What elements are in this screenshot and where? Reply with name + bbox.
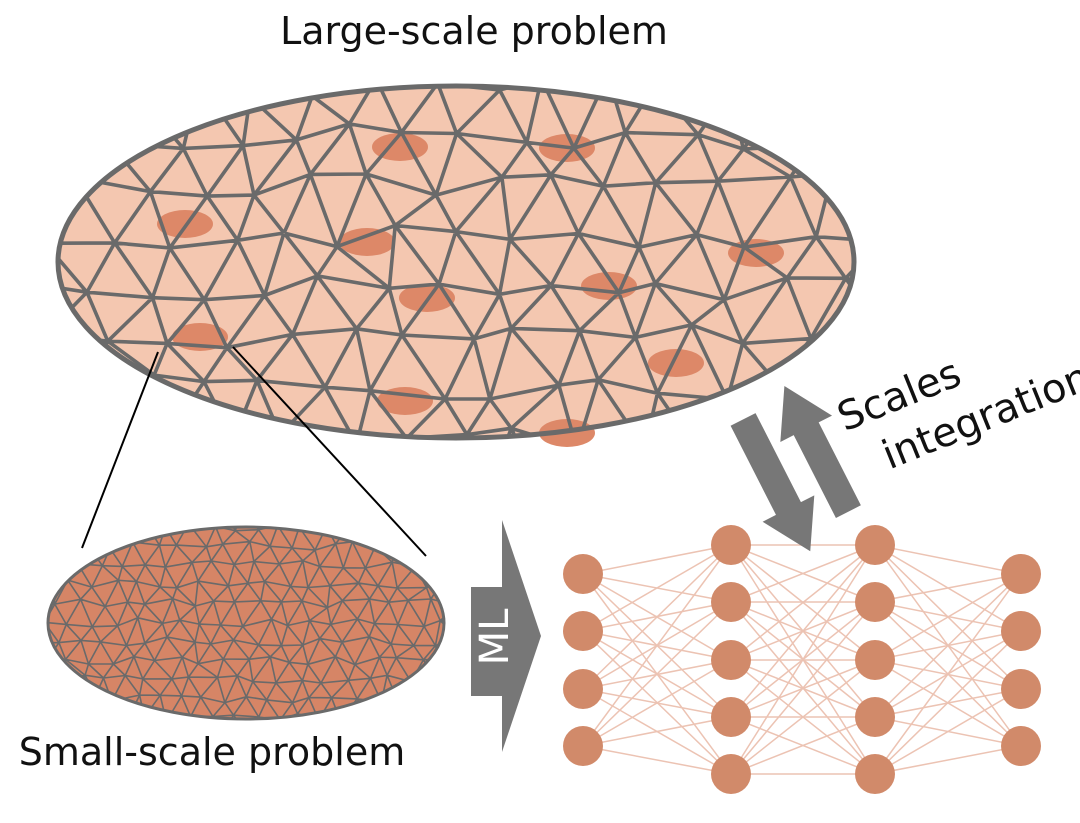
neuron xyxy=(855,582,895,622)
network-connection xyxy=(730,716,876,775)
neuron xyxy=(1001,669,1041,709)
network-connection xyxy=(582,544,732,690)
network-connection xyxy=(730,544,876,718)
neuron xyxy=(1001,554,1041,594)
ml-arrow-shape xyxy=(471,520,541,752)
neuron xyxy=(855,525,895,565)
network-connection xyxy=(874,688,1022,775)
neuron xyxy=(711,640,751,680)
arrow-up-icon xyxy=(780,386,861,519)
hotspot xyxy=(339,228,395,256)
network-connection xyxy=(730,544,876,775)
neuron xyxy=(711,697,751,737)
network-connection xyxy=(874,745,1022,775)
network-connection xyxy=(874,630,1022,775)
neuron xyxy=(855,754,895,794)
network-connection xyxy=(582,544,732,575)
neuron xyxy=(1001,611,1041,651)
small-scale-label: Small-scale problem xyxy=(19,730,405,774)
hotspot xyxy=(648,349,704,377)
neuron xyxy=(1001,726,1041,766)
network-connection xyxy=(582,659,732,747)
neuron xyxy=(711,754,751,794)
zoom-line-left xyxy=(81,351,159,549)
zoom-line-right xyxy=(232,346,427,557)
neuron xyxy=(563,669,603,709)
network-neurons xyxy=(563,525,1041,794)
network-connections xyxy=(582,544,1022,775)
network-connection xyxy=(730,544,876,603)
scales-integration-arrows xyxy=(730,386,861,552)
ml-label: ML xyxy=(472,608,518,666)
network-connection xyxy=(582,544,732,632)
network-connection xyxy=(582,716,732,747)
neuron xyxy=(855,697,895,737)
neural-network xyxy=(563,525,1041,794)
large-scale-label: Large-scale problem xyxy=(280,9,668,53)
neuron xyxy=(563,611,603,651)
ml-arrow: ML xyxy=(471,520,541,752)
small-ellipse-border xyxy=(46,525,446,721)
large-ellipse-border xyxy=(55,83,857,441)
network-connection xyxy=(582,601,732,747)
network-connection xyxy=(730,544,876,661)
network-connection xyxy=(874,573,1022,718)
network-connection xyxy=(582,745,732,775)
neuron xyxy=(711,525,751,565)
network-connection xyxy=(730,601,876,775)
scales-integration-label: Scales integration xyxy=(831,350,1080,479)
zoom-lines xyxy=(81,346,427,557)
network-connection xyxy=(874,573,1022,603)
network-connection xyxy=(874,573,1022,661)
neuron xyxy=(563,726,603,766)
neuron xyxy=(563,554,603,594)
arrow-down-icon xyxy=(730,413,815,552)
neuron xyxy=(855,640,895,680)
neuron xyxy=(711,582,751,622)
network-connection xyxy=(874,544,1022,575)
large-ellipse-fill xyxy=(58,86,854,438)
network-connection xyxy=(730,659,876,775)
network-connection xyxy=(582,544,732,747)
network-connection xyxy=(874,573,1022,775)
large-scale-mesh xyxy=(55,83,857,447)
